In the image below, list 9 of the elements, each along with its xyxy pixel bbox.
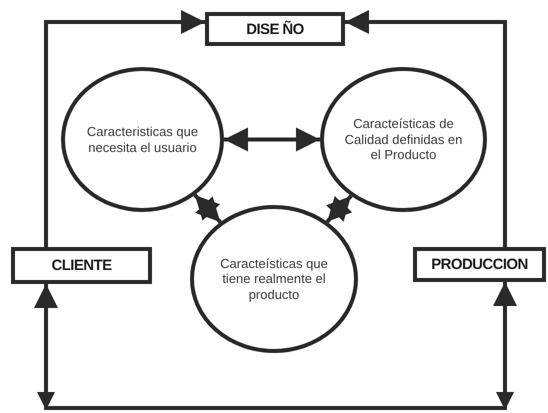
node-label: PRODUCCION: [431, 256, 528, 273]
node-label: Caracteísticas de Calidad definidas en el Producto: [344, 116, 464, 163]
label-box: [11, 247, 152, 284]
label-box: [205, 12, 345, 46]
node-label: Caracteísticas que tiene realmente el producto: [219, 256, 329, 302]
label-box: [413, 247, 546, 282]
node-label: DISE ÑO: [246, 20, 304, 38]
node-label: CLIENTE: [52, 257, 112, 274]
node-label: Caracteristicas que necesita el usuario: [86, 124, 200, 156]
